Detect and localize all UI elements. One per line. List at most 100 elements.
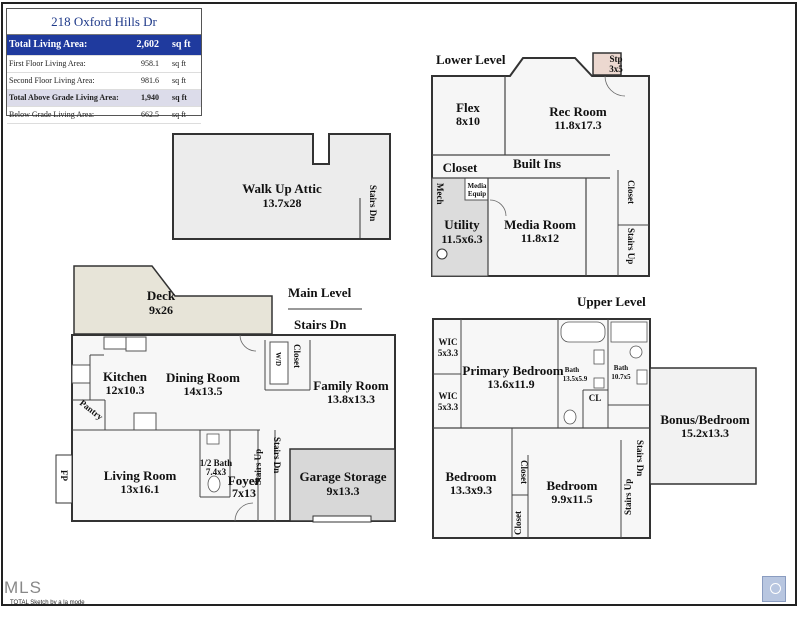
summary-unit: sq ft [172,110,186,119]
summary-label: Below Grade Living Area: [9,110,95,119]
water-heater-icon [436,248,448,260]
summary-value: 958.1 [141,59,159,68]
main-stairs-up: Stairs Up [253,449,263,485]
summary-row-total: Total Living Area: 2,602 sq ft [7,35,201,56]
garage-dims: 9x13.3 [327,484,360,498]
wic2-dims: 5x3.3 [438,402,459,412]
built-ins-label: Built Ins [513,156,561,171]
family-dims: 13.8x13.3 [327,392,375,406]
sink-icon [103,336,127,350]
summary-label: Total Above Grade Living Area: [9,93,119,102]
upper-level-title: Upper Level [577,294,646,309]
foyer-name: Foyer [228,473,261,488]
attic-outline [172,133,391,240]
toilet-icon [629,345,643,359]
dining-name: Dining Room [166,370,240,385]
kitchen-island [133,412,157,431]
deck-name: Deck [147,288,176,303]
summary-unit: sq ft [172,93,187,102]
bedroom1-dims: 13.3x9.3 [450,483,492,497]
main-stairs-dn-label: Stairs Dn [294,317,347,332]
summary-row-first-floor: First Floor Living Area: 958.1 sq ft [7,56,201,73]
bedroom1-name: Bedroom [445,469,496,484]
door-swing-icon [234,502,254,522]
summary-label: Second Floor Living Area: [9,76,95,85]
dining-dims: 14x13.5 [184,384,223,398]
attic-stairs-dn: Stairs Dn [368,185,378,221]
lower-level-title: Lower Level [436,52,506,67]
summary-unit: sq ft [172,76,186,85]
summary-value: 1,940 [141,93,159,102]
stp-name: Stp [609,54,622,64]
half-bath-name: 1/2 Bath [200,458,232,468]
summary-unit: sq ft [172,39,191,50]
attic-name: Walk Up Attic [242,181,322,196]
rec-room-dims: 11.8x17.3 [554,118,601,132]
summary-value: 981.6 [141,76,159,85]
upper-closet1-label: Closet [519,460,529,484]
primary-bedroom-name: Primary Bedroom [462,363,563,378]
media-room-name: Media Room [504,217,576,232]
deck-dims: 9x26 [149,303,173,317]
mech-label: Mech [435,183,445,205]
upper-stairs-up: Stairs Up [623,479,633,515]
wic1-dims: 5x3.3 [438,348,459,358]
summary-row-second-floor: Second Floor Living Area: 981.6 sq ft [7,73,201,90]
bath1-dims: 13.5x5.9 [563,375,588,383]
property-address: 218 Oxford Hills Dr [7,9,201,35]
bath1-name: Bath [565,366,580,374]
sink-icon [636,369,648,385]
washer-dryer [269,341,289,385]
cl-label: CL [589,393,602,403]
attic-dims: 13.7x28 [263,196,302,210]
bathtub-icon [610,321,648,343]
sink-icon [593,377,605,389]
main-level-title: Main Level [288,285,352,300]
family-name: Family Room [313,378,389,393]
wic1-name: WIC [438,337,457,347]
bathtub-icon [560,321,606,343]
fp-label: FP [59,470,69,481]
upper-closet2-label: Closet [513,511,523,535]
toilet-icon [563,409,577,425]
rec-room-name: Rec Room [549,104,607,119]
bedroom2-dims: 9.9x11.5 [551,492,592,506]
wd-label: W/D [274,352,282,366]
foyer-dims: 7x13 [232,486,256,500]
kitchen-name: Kitchen [103,369,148,384]
door-swing-icon [604,75,626,97]
upper-stairs-dn: Stairs Dn [635,440,645,476]
garage-storage [289,448,396,522]
bonus-room [649,367,757,485]
drawing-frame [1,2,797,606]
utility-name: Utility [444,217,480,232]
summary-row-above-grade: Total Above Grade Living Area: 1,940 sq … [7,90,201,107]
bonus-name: Bonus/Bedroom [660,412,750,427]
bonus-dims: 15.2x13.3 [681,426,729,440]
wic2-name: WIC [438,391,457,401]
main-closet-label: Closet [292,344,302,368]
lower-closet-label: Closet [443,160,478,175]
media-equip-label: Equip [468,190,486,198]
summary-row-below-grade: Below Grade Living Area: 662.5 sq ft [7,107,201,124]
living-name: Living Room [104,468,177,483]
kitchen-dims: 12x10.3 [106,383,145,397]
sink-icon [593,349,605,365]
half-bath-dims: 7.4x3 [206,467,227,477]
fireplace [55,454,73,504]
garage-door [312,515,372,523]
summary-unit: sq ft [172,59,186,68]
summary-label: First Floor Living Area: [9,59,86,68]
utility-dims: 11.5x6.3 [441,232,482,246]
bath2-dims: 10.7x5 [611,373,631,381]
flex-name: Flex [456,100,480,115]
sink-icon [206,433,220,445]
bedroom2-name: Bedroom [546,478,597,493]
summary-label: Total Living Area: [9,39,88,50]
mls-logo: MLS [4,578,42,597]
lower-stairs-up: Stairs Up [626,228,636,264]
stp-dims: 3x5 [609,64,623,74]
toilet-icon [207,475,221,493]
media-room-dims: 11.8x12 [521,231,559,245]
